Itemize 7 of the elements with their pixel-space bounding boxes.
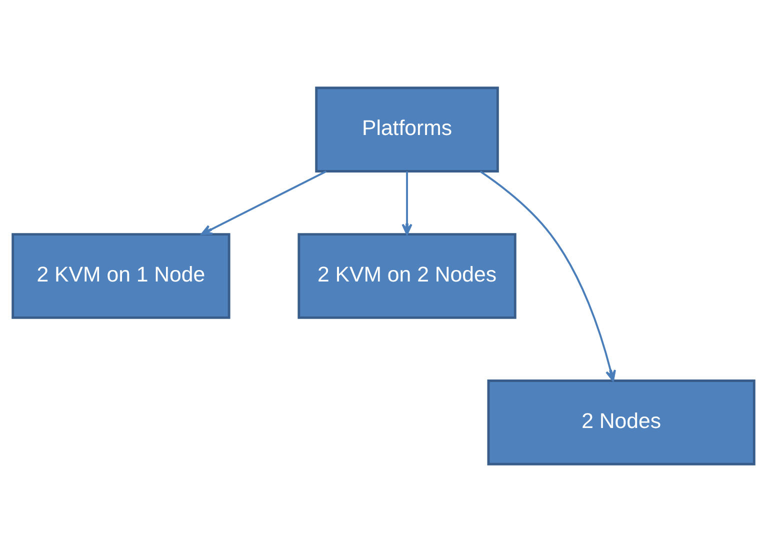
arrow: [480, 170, 616, 382]
arrow: [402, 172, 412, 236]
node-box: Platforms: [315, 86, 499, 172]
node-box: 2 Nodes: [487, 380, 756, 466]
arrow: [200, 170, 327, 236]
node-box: 2 KVM on 2 Nodes: [298, 233, 516, 319]
node-box: 2 KVM on 1 Node: [12, 233, 230, 319]
